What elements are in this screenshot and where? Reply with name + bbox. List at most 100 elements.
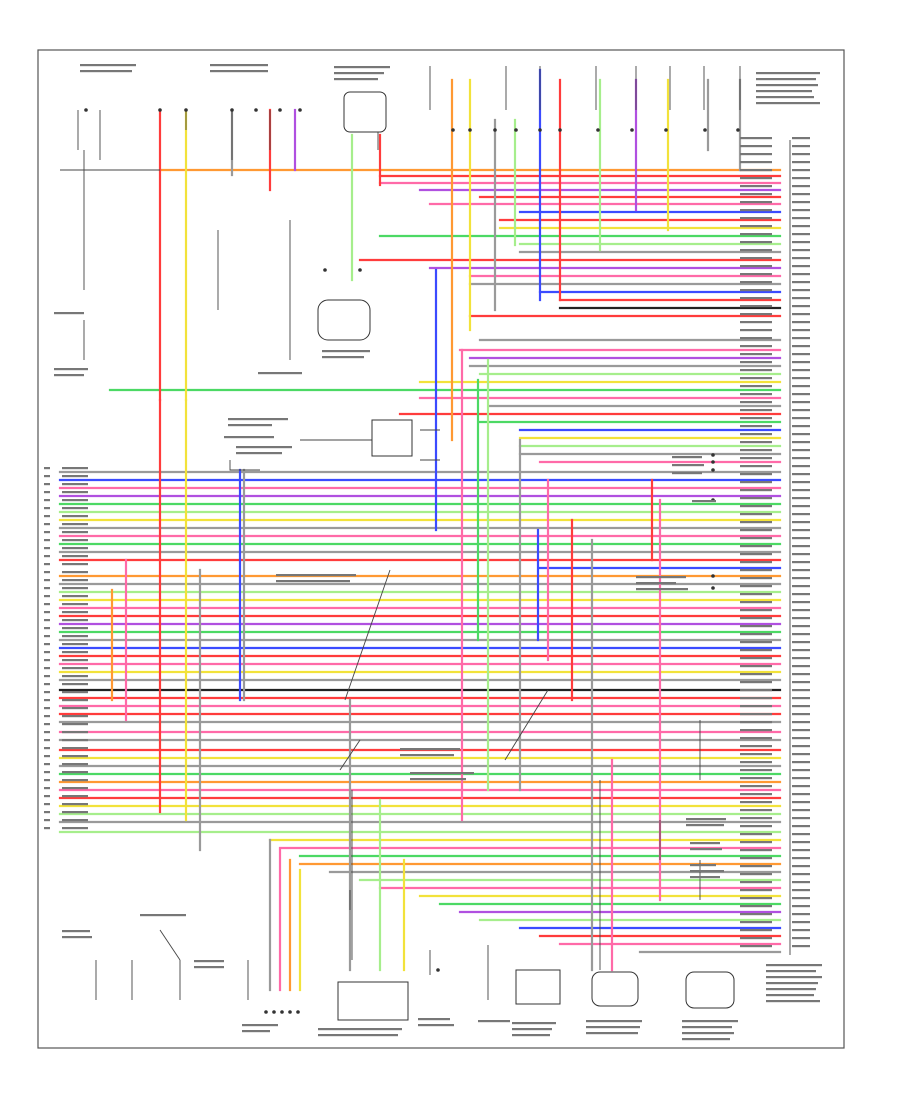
illegible-text xyxy=(792,817,810,820)
illegible-text xyxy=(636,588,688,591)
connector-pin xyxy=(468,128,472,132)
illegible-text xyxy=(740,601,772,604)
illegible-text xyxy=(62,936,92,939)
illegible-text xyxy=(740,265,772,268)
illegible-text xyxy=(334,72,384,75)
illegible-text xyxy=(690,842,720,845)
illegible-text xyxy=(44,659,50,662)
illegible-text xyxy=(792,465,810,468)
illegible-text xyxy=(792,233,810,236)
illegible-text xyxy=(62,715,88,718)
illegible-text xyxy=(194,966,224,969)
illegible-text xyxy=(740,617,772,620)
illegible-text xyxy=(512,1022,556,1025)
illegible-text xyxy=(792,257,810,260)
illegible-text xyxy=(792,689,810,692)
illegible-text xyxy=(62,827,88,830)
illegible-text xyxy=(44,627,50,630)
knock-sensor xyxy=(685,971,735,1009)
illegible-text xyxy=(792,777,810,780)
illegible-text xyxy=(740,441,772,444)
illegible-text xyxy=(740,225,772,228)
illegible-text xyxy=(792,889,810,892)
illegible-text xyxy=(242,1024,278,1027)
illegible-text xyxy=(44,515,50,518)
connector-pin xyxy=(264,1010,268,1014)
illegible-text xyxy=(62,579,88,582)
illegible-text xyxy=(236,446,292,449)
illegible-text xyxy=(62,499,88,502)
illegible-text xyxy=(740,817,772,820)
illegible-text xyxy=(792,137,810,140)
illegible-text xyxy=(740,777,772,780)
connector-pin xyxy=(158,108,162,112)
illegible-text xyxy=(740,649,772,652)
illegible-text xyxy=(792,697,810,700)
illegible-text xyxy=(62,555,88,558)
illegible-text xyxy=(682,1020,738,1023)
illegible-text xyxy=(792,505,810,508)
illegible-text xyxy=(44,699,50,702)
connector-pin xyxy=(323,268,327,272)
illegible-text xyxy=(792,801,810,804)
illegible-text xyxy=(44,475,50,478)
illegible-text xyxy=(62,467,88,470)
diagram-frame xyxy=(37,49,845,1049)
illegible-text xyxy=(792,393,810,396)
illegible-text xyxy=(792,297,810,300)
illegible-text xyxy=(318,1034,398,1037)
illegible-text xyxy=(44,667,50,670)
illegible-text xyxy=(792,585,810,588)
illegible-text xyxy=(792,673,810,676)
illegible-text xyxy=(62,811,88,814)
illegible-text xyxy=(224,436,274,439)
illegible-text xyxy=(62,475,88,478)
illegible-text xyxy=(44,819,50,822)
illegible-text xyxy=(792,209,810,212)
illegible-text xyxy=(792,713,810,716)
relay-top-connector xyxy=(343,91,387,133)
illegible-text xyxy=(62,491,88,494)
illegible-text xyxy=(792,569,810,572)
illegible-text xyxy=(62,819,88,822)
illegible-text xyxy=(792,201,810,204)
illegible-text xyxy=(410,778,466,781)
illegible-text xyxy=(44,571,50,574)
illegible-text xyxy=(740,585,772,588)
illegible-text xyxy=(740,905,772,908)
illegible-text xyxy=(792,705,810,708)
connector-pin xyxy=(711,453,715,457)
illegible-text xyxy=(792,273,810,276)
illegible-text xyxy=(792,169,810,172)
illegible-text xyxy=(792,825,810,828)
components xyxy=(317,91,735,1021)
illegible-text xyxy=(792,305,810,308)
illegible-text xyxy=(740,785,772,788)
ground-and-signal-lines xyxy=(60,66,741,1014)
illegible-text xyxy=(740,929,772,932)
illegible-text xyxy=(792,449,810,452)
illegible-text xyxy=(62,699,88,702)
connector-pin xyxy=(451,128,455,132)
illegible-text xyxy=(62,691,88,694)
illegible-text xyxy=(236,452,282,455)
illegible-text xyxy=(62,619,88,622)
illegible-text xyxy=(792,793,810,796)
illegible-text xyxy=(62,803,88,806)
illegible-text xyxy=(792,481,810,484)
illegible-text xyxy=(740,529,772,532)
connector-pin xyxy=(558,128,562,132)
illegible-text xyxy=(740,897,772,900)
illegible-text xyxy=(44,539,50,542)
illegible-text xyxy=(62,930,90,933)
illegible-text xyxy=(792,849,810,852)
connector-pin xyxy=(630,128,634,132)
illegible-text xyxy=(766,964,822,967)
illegible-text xyxy=(740,641,772,644)
illegible-text xyxy=(44,603,50,606)
illegible-text xyxy=(792,721,810,724)
illegible-text xyxy=(756,78,816,81)
illegible-text xyxy=(740,825,772,828)
illegible-text xyxy=(740,561,772,564)
illegible-text xyxy=(686,824,724,827)
